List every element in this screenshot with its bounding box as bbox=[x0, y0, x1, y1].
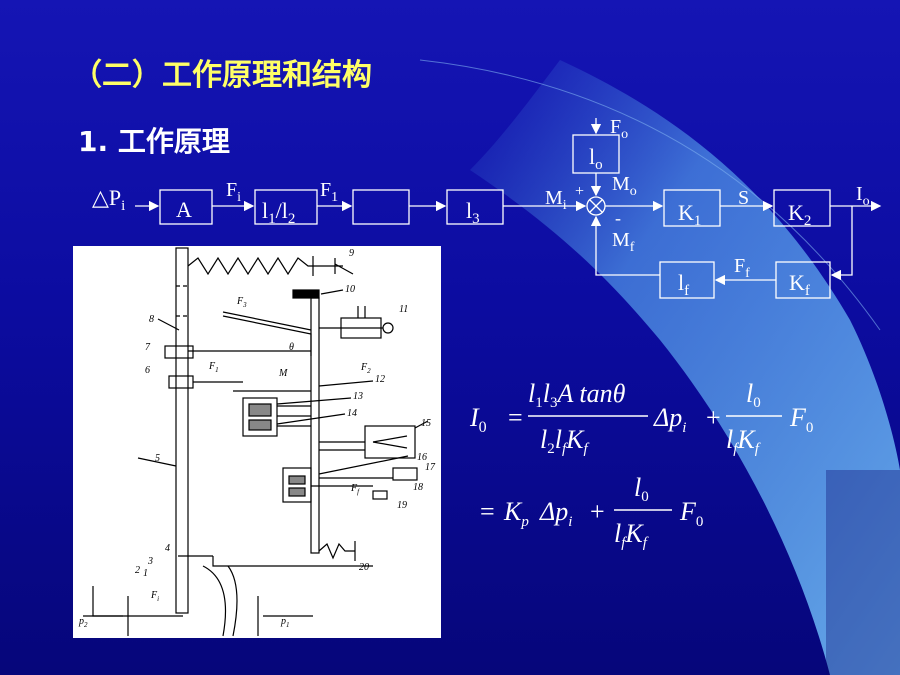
input-signal: △Pi bbox=[92, 185, 125, 214]
signal-f1: F1 bbox=[320, 179, 338, 205]
block-lf-label: lf bbox=[678, 270, 689, 299]
label-19: 19 bbox=[397, 500, 407, 511]
signal-ff: Ff bbox=[734, 255, 750, 281]
label-13: 13 bbox=[353, 391, 363, 402]
formula-num3: l0 bbox=[634, 473, 649, 505]
formula-kp: Kp bbox=[503, 497, 529, 530]
label-15: 15 bbox=[421, 418, 431, 429]
formula-eq-2: = bbox=[480, 497, 495, 526]
structure-figure: 1 2 3 4 5 6 7 8 9 10 11 12 13 14 15 16 1… bbox=[73, 246, 441, 638]
formula-plus-1: + bbox=[706, 403, 721, 432]
formula-den3: lfKf bbox=[614, 519, 649, 551]
force-f2: F2 bbox=[360, 362, 371, 375]
pressure-p1: p1 bbox=[280, 616, 290, 629]
angle-theta: θ bbox=[289, 342, 294, 353]
label-17: 17 bbox=[425, 462, 436, 473]
label-5: 5 bbox=[155, 453, 160, 464]
block-a bbox=[159, 189, 213, 225]
signal-s: S bbox=[738, 187, 749, 209]
label-8: 8 bbox=[149, 314, 154, 325]
label-2: 2 bbox=[135, 565, 140, 576]
formula-den1: l2lfKf bbox=[540, 425, 589, 457]
formula-den2: lfKf bbox=[726, 425, 761, 457]
force-f3: F3 bbox=[236, 296, 247, 309]
formula-lhs: I0 bbox=[469, 403, 487, 436]
formula-num1: l1l3A tanθ bbox=[528, 379, 626, 411]
block-k1 bbox=[663, 189, 721, 227]
label-20: 20 bbox=[359, 562, 369, 573]
block-l1l2-label: l1/l2 bbox=[262, 198, 295, 227]
block-lo-label: lo bbox=[589, 144, 603, 173]
signal-mo: Mo bbox=[612, 173, 637, 199]
pressure-p2: p2 bbox=[78, 616, 88, 629]
plus-sign: + bbox=[575, 183, 584, 200]
label-9: 9 bbox=[349, 248, 354, 259]
formula-f-2: F0 bbox=[679, 497, 703, 530]
moment-m: M bbox=[278, 368, 288, 379]
signal-io: Io bbox=[856, 183, 870, 209]
label-3: 3 bbox=[147, 556, 153, 567]
label-16: 16 bbox=[417, 452, 427, 463]
label-6: 6 bbox=[145, 365, 150, 376]
block-k2-label: K2 bbox=[788, 200, 811, 229]
formula-dp: Δpi bbox=[653, 403, 686, 436]
label-4: 4 bbox=[165, 543, 170, 554]
signal-mf: Mf bbox=[612, 229, 635, 255]
signal-fo: Fo bbox=[610, 116, 628, 142]
block-k2 bbox=[773, 189, 831, 227]
label-10: 10 bbox=[345, 284, 355, 295]
block-l3-label: l3 bbox=[466, 198, 480, 227]
block-lf bbox=[659, 261, 715, 299]
formula-f: F0 bbox=[789, 403, 813, 436]
force-f1: F1 bbox=[208, 361, 219, 374]
slide-title: （二）工作原理和结构 bbox=[72, 58, 372, 93]
formula: I0 = l1l3A tanθ l2lfKf Δpi + l0 lfKf F0 … bbox=[469, 379, 813, 551]
block-a-label: A bbox=[176, 197, 192, 222]
formula-dp-2: Δpi bbox=[539, 497, 572, 530]
label-1: 1 bbox=[143, 568, 148, 579]
structure-drawing: 1 2 3 4 5 6 7 8 9 10 11 12 13 14 15 16 1… bbox=[78, 247, 436, 637]
minus-sign: - bbox=[615, 208, 621, 228]
label-12: 12 bbox=[375, 374, 385, 385]
block-kf-label: Kf bbox=[789, 270, 810, 299]
block-k1-label: K1 bbox=[678, 200, 701, 229]
section-subtitle: 1. 工作原理 bbox=[78, 125, 230, 158]
block-l1l2 bbox=[254, 189, 318, 225]
formula-num2: l0 bbox=[746, 379, 761, 411]
force-ff: Ff bbox=[350, 483, 360, 496]
label-18: 18 bbox=[413, 482, 423, 493]
label-11: 11 bbox=[399, 304, 408, 315]
block-l3 bbox=[446, 189, 504, 225]
label-14: 14 bbox=[347, 408, 357, 419]
label-7: 7 bbox=[145, 342, 151, 353]
formula-eq-1: = bbox=[508, 403, 523, 432]
signal-mi: Mi bbox=[545, 187, 567, 213]
formula-plus-2: + bbox=[590, 497, 605, 526]
signal-fi: Fi bbox=[226, 179, 241, 205]
block-blank bbox=[352, 189, 410, 225]
force-fi: Fi bbox=[150, 590, 159, 603]
